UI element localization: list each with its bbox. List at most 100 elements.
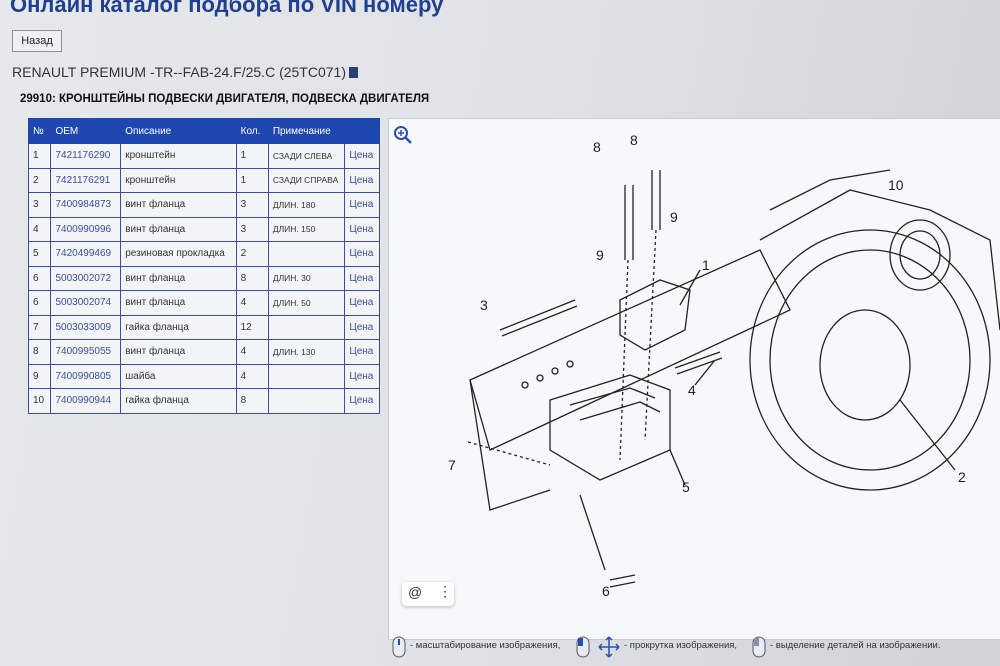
col-oem-header: OEM <box>50 118 122 144</box>
cell-qty: 12 <box>235 314 269 340</box>
cell-qty: 4 <box>235 339 269 365</box>
cell-qty: 4 <box>235 363 269 389</box>
cell-price[interactable]: Цена <box>344 167 380 193</box>
transmission-bell-housing <box>749 229 991 491</box>
callout-7[interactable]: 7 <box>448 457 456 473</box>
cell-description: винт фланца <box>120 339 237 365</box>
cell-qty: 3 <box>235 216 269 242</box>
document-icon[interactable] <box>349 67 358 78</box>
cell-qty: 1 <box>235 143 269 169</box>
cell-oem[interactable]: 7400995055 <box>50 339 122 365</box>
callout-8b[interactable]: 8 <box>630 132 638 148</box>
diagram-toolbar: @ ⋮ <box>402 582 454 606</box>
cell-price[interactable]: Цена <box>344 314 380 340</box>
cell-number: 8 <box>27 339 52 365</box>
cell-oem[interactable]: 7400984873 <box>50 192 122 218</box>
cell-description: гайка фланца <box>120 314 237 340</box>
cell-note <box>267 314 346 340</box>
cell-oem[interactable]: 7400990805 <box>50 363 122 389</box>
mouse-drag-icon <box>576 636 590 658</box>
more-icon[interactable]: ⋮ <box>438 583 452 599</box>
legend-zoom: - масштабирование изображения, <box>410 640 561 651</box>
callout-2[interactable]: 2 <box>958 469 966 485</box>
back-button[interactable]: Назад <box>12 30 62 52</box>
cell-qty: 4 <box>235 290 269 316</box>
callout-1[interactable]: 1 <box>702 257 710 273</box>
page-title: Онлайн каталог подбора по VIN номеру <box>10 0 444 17</box>
cell-oem[interactable]: 7400990944 <box>50 388 122 414</box>
cell-note <box>267 363 346 389</box>
cell-oem[interactable]: 7400990996 <box>50 216 122 242</box>
cell-note <box>267 388 346 414</box>
callout-8a[interactable]: 8 <box>593 139 601 155</box>
cell-oem[interactable]: 5003002074 <box>50 290 122 316</box>
cell-note: ДЛИН. 30 <box>267 265 346 291</box>
cell-description: кронштейн <box>120 143 237 169</box>
cell-price[interactable]: Цена <box>344 339 380 365</box>
cell-note: СЗАДИ СПРАВА <box>267 167 346 193</box>
cell-description: винт фланца <box>120 192 237 218</box>
cell-price[interactable]: Цена <box>344 241 380 267</box>
cell-price[interactable]: Цена <box>344 388 380 414</box>
diagram-area[interactable] <box>388 118 1000 640</box>
cell-price[interactable]: Цена <box>344 143 380 169</box>
callout-6[interactable]: 6 <box>602 583 610 599</box>
cell-number: 6 <box>27 265 52 291</box>
cell-price[interactable]: Цена <box>344 216 380 242</box>
col-price-header <box>344 118 380 144</box>
cell-price[interactable]: Цена <box>344 290 380 316</box>
callout-5[interactable]: 5 <box>682 479 690 495</box>
cell-note: ДЛИН. 50 <box>267 290 346 316</box>
col-description-header: Описание <box>120 118 237 144</box>
cell-oem[interactable]: 7421176291 <box>50 167 122 193</box>
cell-oem[interactable]: 7420499469 <box>50 241 122 267</box>
callout-3[interactable]: 3 <box>480 297 488 313</box>
cell-description: винт фланца <box>120 216 237 242</box>
cell-number: 10 <box>27 388 52 414</box>
cell-number: 6 <box>27 290 52 316</box>
parts-diagram: 1 2 3 4 5 6 7 8 8 9 9 10 <box>448 132 1000 599</box>
cell-oem[interactable]: 5003002072 <box>50 265 122 291</box>
mouse-click-icon <box>752 636 766 658</box>
cell-oem[interactable]: 5003033009 <box>50 314 122 340</box>
col-number-header: № <box>27 118 52 144</box>
cell-note: ДЛИН. 150 <box>267 216 346 242</box>
zoom-icon[interactable] <box>392 124 414 146</box>
cell-price[interactable]: Цена <box>344 363 380 389</box>
rubber-mount-5 <box>549 374 671 481</box>
cell-description: резиновая прокладка <box>120 241 237 267</box>
cell-number: 2 <box>27 167 52 193</box>
cell-price[interactable]: Цена <box>344 192 380 218</box>
col-note-header: Примечание <box>267 118 346 144</box>
vehicle-title: RENAULT PREMIUM -TR--FAB-24.F/25.C (25TC… <box>12 64 358 80</box>
cell-note: ДЛИН. 180 <box>267 192 346 218</box>
callout-10[interactable]: 10 <box>888 177 904 193</box>
group-title: 29910: КРОНШТЕЙНЫ ПОДВЕСКИ ДВИГАТЕЛЯ, ПО… <box>20 93 430 105</box>
cell-number: 7 <box>27 314 52 340</box>
mouse-wheel-icon <box>392 636 406 658</box>
cell-qty: 8 <box>235 265 269 291</box>
callout-9b[interactable]: 9 <box>670 209 678 225</box>
cell-number: 4 <box>27 216 52 242</box>
callout-4[interactable]: 4 <box>688 382 696 398</box>
cell-qty: 1 <box>235 167 269 193</box>
cell-number: 9 <box>27 363 52 389</box>
cell-price[interactable]: Цена <box>344 265 380 291</box>
cell-oem[interactable]: 7421176290 <box>50 143 122 169</box>
cell-note: ДЛИН. 130 <box>267 339 346 365</box>
at-icon[interactable]: @ <box>408 584 423 600</box>
bracket-1 <box>619 279 691 351</box>
callout-9a[interactable]: 9 <box>596 247 604 263</box>
